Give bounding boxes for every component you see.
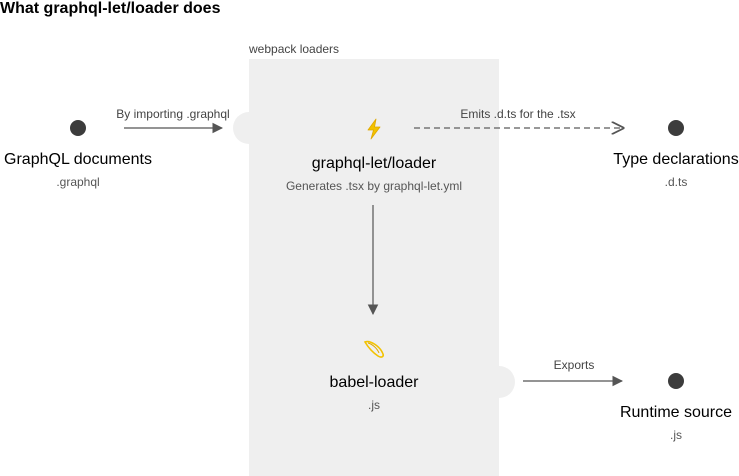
type-declarations-label: Type declarations (613, 151, 739, 168)
type-declarations-dot (668, 120, 684, 136)
panel-right-port (483, 366, 515, 398)
runtime-source-sub: .js (670, 428, 682, 442)
edge-exports-label: Exports (553, 358, 595, 372)
babel-loader-sub: .js (368, 398, 380, 412)
graphql-let-loader-sub: Generates .tsx by graphql-let.yml (285, 179, 463, 193)
graphql-let-loader-label: graphql-let/loader (311, 155, 437, 172)
page-title: What graphql-let/loader does (0, 0, 221, 17)
graphql-documents-dot (70, 120, 86, 136)
runtime-source-label: Runtime source (619, 404, 733, 421)
edge-emits-label: Emits .d.ts for the .tsx (460, 107, 576, 121)
lightning-icon (365, 118, 383, 144)
panel-label: webpack loaders (249, 42, 340, 56)
runtime-source-dot (668, 373, 684, 389)
babel-icon (362, 338, 386, 364)
type-declarations-sub: .d.ts (664, 175, 688, 189)
babel-loader-label: babel-loader (329, 374, 419, 391)
panel-left-port (233, 112, 265, 144)
edge-importing-label: By importing .graphql (116, 107, 230, 121)
graphql-documents-label: GraphQL documents (4, 151, 152, 168)
graphql-documents-sub: .graphql (56, 175, 100, 189)
